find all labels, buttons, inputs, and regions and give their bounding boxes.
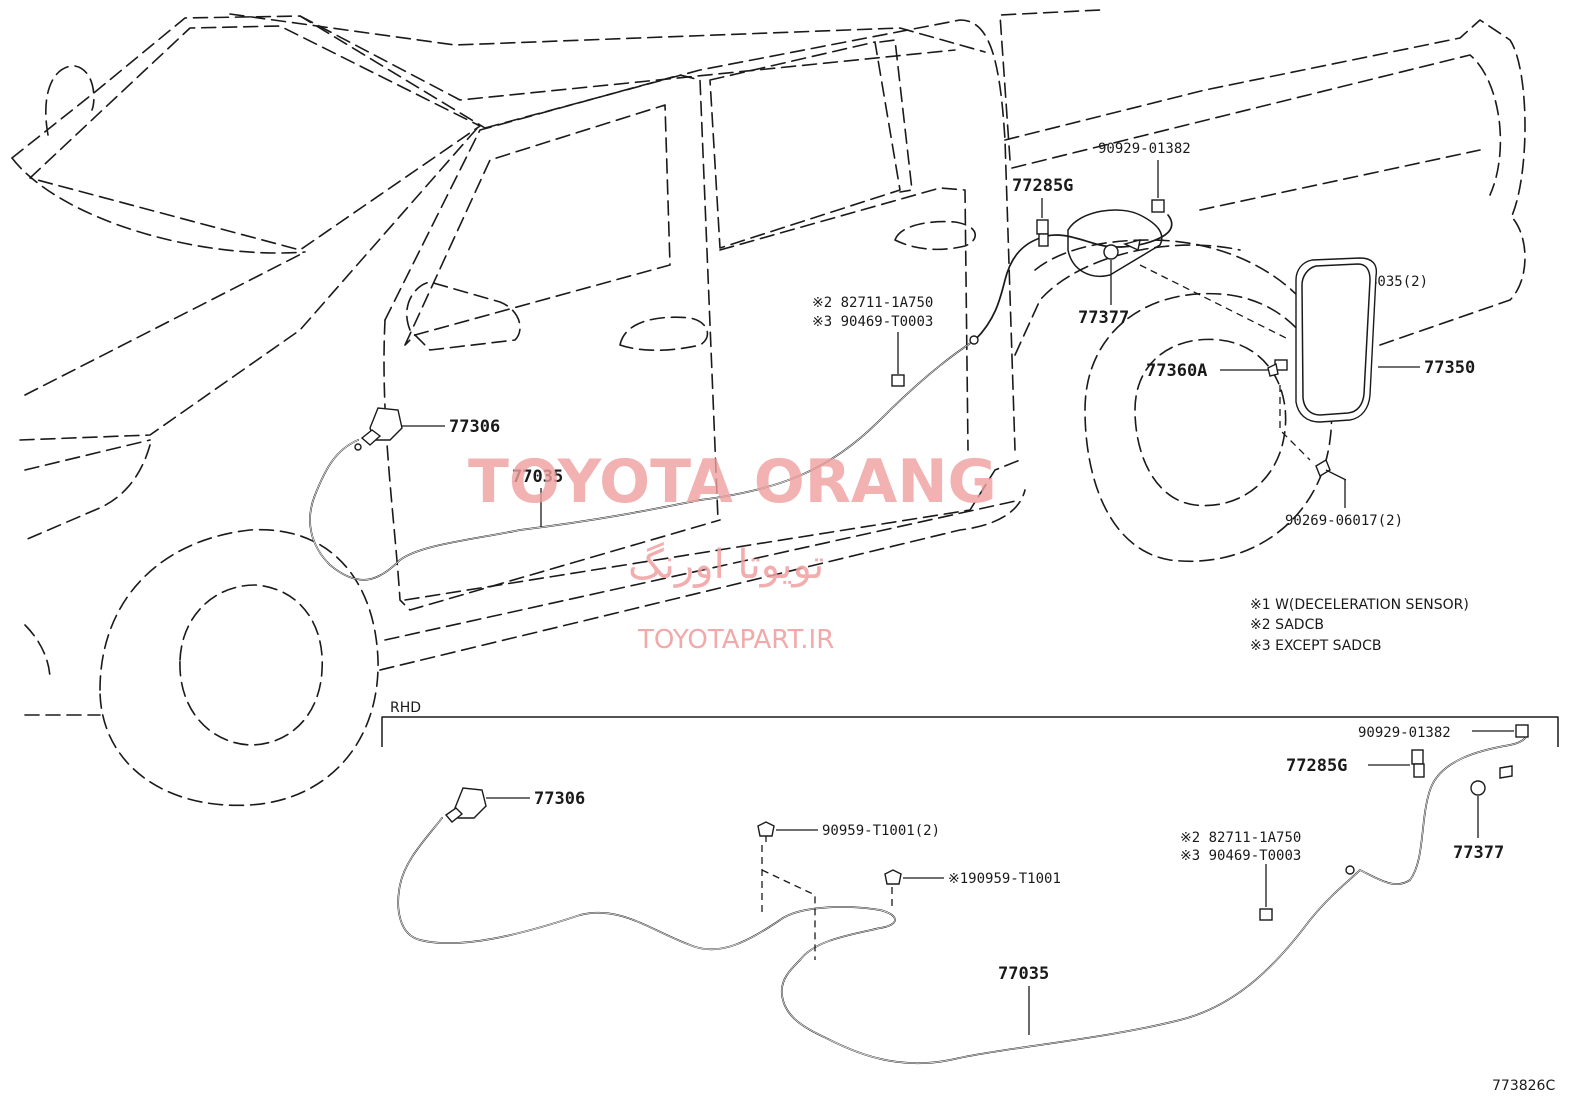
label-77035-upper: 77035 xyxy=(512,467,563,487)
rhd-label: RHD xyxy=(390,700,421,716)
cable-77035-lower xyxy=(397,729,1528,1065)
label-90269: 90269-06017(2) xyxy=(1285,513,1403,529)
label-77285g-lower: 77285G xyxy=(1286,756,1347,776)
label-77377-lower: 77377 xyxy=(1453,843,1504,863)
label-77350: 77350 xyxy=(1424,358,1475,378)
label-90959-a: 90959-T1001(2) xyxy=(822,823,940,839)
label-77035-lower: 77035 xyxy=(998,964,1049,984)
watermark-brand: TOYOTA ORANG xyxy=(468,447,997,517)
watermark-persian: تویوتا اورنگ xyxy=(628,542,824,588)
label-77306-upper: 77306 xyxy=(449,417,500,437)
legend-note-3: ※3 EXCEPT SADCB xyxy=(1250,638,1381,654)
figure-code: 773826C xyxy=(1492,1078,1555,1094)
hinge-77360a-icon xyxy=(1267,359,1288,377)
clip-90959-b-icon xyxy=(884,869,902,885)
lower-view: RHD 77306 90959-T1001(2) ※190959-T1001 7… xyxy=(381,700,1559,1065)
fuel-lid-77350-icon xyxy=(1295,257,1378,423)
legend-note-1: ※1 W(DECELERATION SENSOR) xyxy=(1250,597,1469,613)
watermark-url: TOYOTAPART.IR xyxy=(637,625,834,655)
bracket-77285g-icon xyxy=(1036,219,1049,247)
legend-note-2: ※2 SADCB xyxy=(1250,617,1324,633)
clip-90959-icon xyxy=(757,821,775,842)
actuator-77377-icon xyxy=(1103,239,1141,260)
legend: ※1 W(DECELERATION SENSOR) ※2 SADCB ※3 EX… xyxy=(1250,597,1469,654)
label-90929-upper: 90929-01382 xyxy=(1098,141,1191,157)
label-clamp-upper-2: ※3 90469-T0003 xyxy=(812,314,933,330)
clip-90929-lower-icon xyxy=(1515,724,1529,738)
label-77306-lower: 77306 xyxy=(534,789,585,809)
lever-77306-lower-icon xyxy=(444,787,487,823)
label-77360a: 77360A xyxy=(1146,361,1207,381)
label-clamp-upper-1: ※2 82711-1A750 xyxy=(812,295,933,311)
fuel-door-housing xyxy=(1067,209,1163,277)
actuator-77377-lower-icon xyxy=(1470,765,1513,796)
label-77377-upper: 77377 xyxy=(1078,308,1129,328)
screw-90269-icon xyxy=(1315,458,1347,481)
watermark: TOYOTA ORANG تویوتا اورنگ TOYOTAPART.IR xyxy=(468,447,997,655)
lever-77306-icon xyxy=(354,407,403,451)
clamp-lower-icon xyxy=(1259,908,1273,921)
upper-view: 77306 77035 ※2 82711-1A750 ※3 90469-T000… xyxy=(309,141,1475,581)
clamp-icon xyxy=(891,374,905,387)
vehicle-outline xyxy=(11,9,1526,807)
label-clamp-lower-2: ※3 90469-T0003 xyxy=(1180,848,1301,864)
label-90959-b: ※190959-T1001 xyxy=(948,871,1061,887)
rhd-section-bracket xyxy=(381,716,1559,747)
label-90929-lower: 90929-01382 xyxy=(1358,725,1451,741)
clip-90929-icon xyxy=(1151,199,1165,213)
label-clamp-lower-1: ※2 82711-1A750 xyxy=(1180,830,1301,846)
bracket-77285g-lower-icon xyxy=(1411,749,1425,778)
label-77285g-upper: 77285G xyxy=(1012,176,1073,196)
